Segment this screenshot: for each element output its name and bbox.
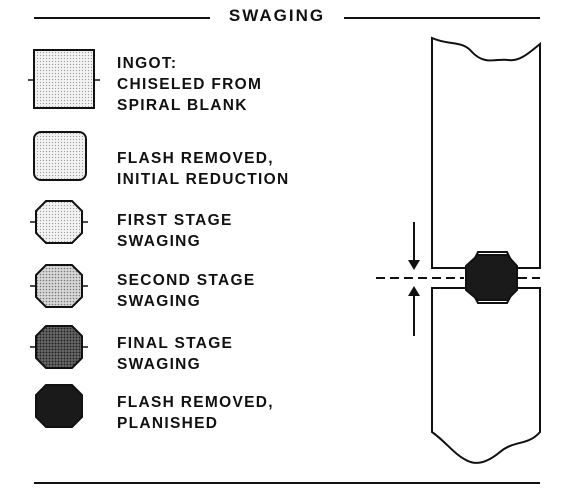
workpiece-octagon-icon [465, 254, 518, 301]
second-stage-octagon-icon [30, 264, 88, 308]
gap-dimension-marker [376, 222, 540, 336]
stage-label-planished: FLASH REMOVED, PLANISHED [117, 392, 274, 434]
stage-label-line: FIRST STAGE [117, 212, 233, 229]
arrow-up-icon [408, 286, 420, 296]
stage-label-line: SECOND STAGE [117, 272, 256, 289]
stage-label-second-stage: SECOND STAGE SWAGING [117, 270, 255, 312]
stage-label-line: INITIAL REDUCTION [117, 171, 290, 188]
stage-label-line: FINAL STAGE [117, 335, 234, 352]
stage-label-final-stage: FINAL STAGE SWAGING [117, 333, 233, 375]
stage-label-line: CHISELED FROM [117, 76, 263, 93]
title-rule-right [344, 17, 540, 19]
stage-label-line: FLASH REMOVED, [117, 394, 274, 411]
bottom-rule [34, 482, 540, 484]
stage-label-first-stage: FIRST STAGE SWAGING [117, 210, 233, 252]
stage-label-line: INGOT: [117, 55, 178, 72]
lower-die-icon [431, 287, 541, 464]
stage-label-ingot: INGOT: CHISELED FROM SPIRAL BLANK [117, 53, 262, 116]
ingot-square-icon [28, 49, 100, 109]
planished-octagon-icon [35, 384, 83, 428]
final-stage-octagon-icon [30, 325, 88, 369]
stage-label-line: SWAGING [117, 293, 202, 310]
rounded-square-icon [33, 131, 87, 181]
stage-label-line: SWAGING [117, 233, 202, 250]
stage-label-line: FLASH REMOVED, [117, 150, 274, 167]
arrow-down-icon [408, 260, 420, 270]
stage-label-line: PLANISHED [117, 415, 219, 432]
stage-label-initial-reduction: FLASH REMOVED, INITIAL REDUCTION [117, 148, 290, 190]
stage-label-line: SPIRAL BLANK [117, 97, 248, 114]
diagram-title: SWAGING [228, 6, 326, 25]
first-stage-octagon-icon [30, 200, 88, 244]
upper-die-icon [431, 36, 541, 269]
stage-label-line: SWAGING [117, 356, 202, 373]
title-rule-left [34, 17, 210, 19]
